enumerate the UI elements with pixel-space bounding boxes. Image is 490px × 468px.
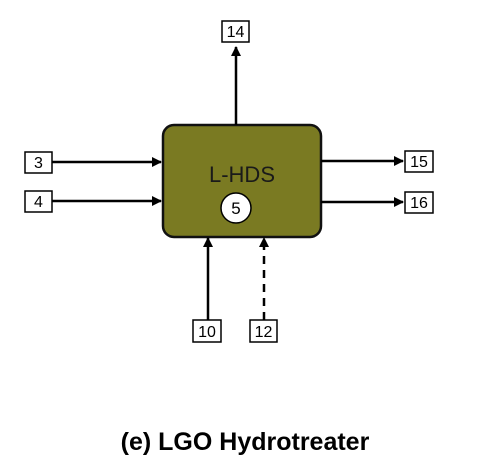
unit-number: 5	[231, 199, 240, 218]
stream-16-box	[404, 191, 434, 214]
stream-12-label: 12	[255, 324, 273, 341]
stream-3-label: 3	[34, 155, 43, 172]
stream-15-box	[404, 150, 434, 173]
stream-16: 16	[321, 191, 434, 214]
stream-4: 4	[24, 190, 162, 213]
stream-10: 10	[192, 237, 222, 343]
stream-14: 14	[221, 20, 250, 125]
process-unit: L-HDS 5	[161, 123, 323, 239]
stream-14-label: 14	[227, 24, 245, 41]
unit-label: L-HDS	[209, 162, 275, 187]
stream-4-label: 4	[34, 194, 43, 211]
figure-caption: (e) LGO Hydrotreater	[120, 428, 370, 456]
stream-15: 15	[321, 150, 434, 173]
stream-3: 3	[24, 151, 162, 174]
unit-block	[161, 123, 323, 239]
stream-10-label: 10	[198, 324, 216, 341]
unit-number-circle	[220, 192, 252, 224]
stream-15-label: 15	[410, 154, 428, 171]
stream-14-box	[221, 20, 250, 43]
stream-12: 12	[249, 237, 278, 343]
stream-16-label: 16	[410, 195, 428, 212]
